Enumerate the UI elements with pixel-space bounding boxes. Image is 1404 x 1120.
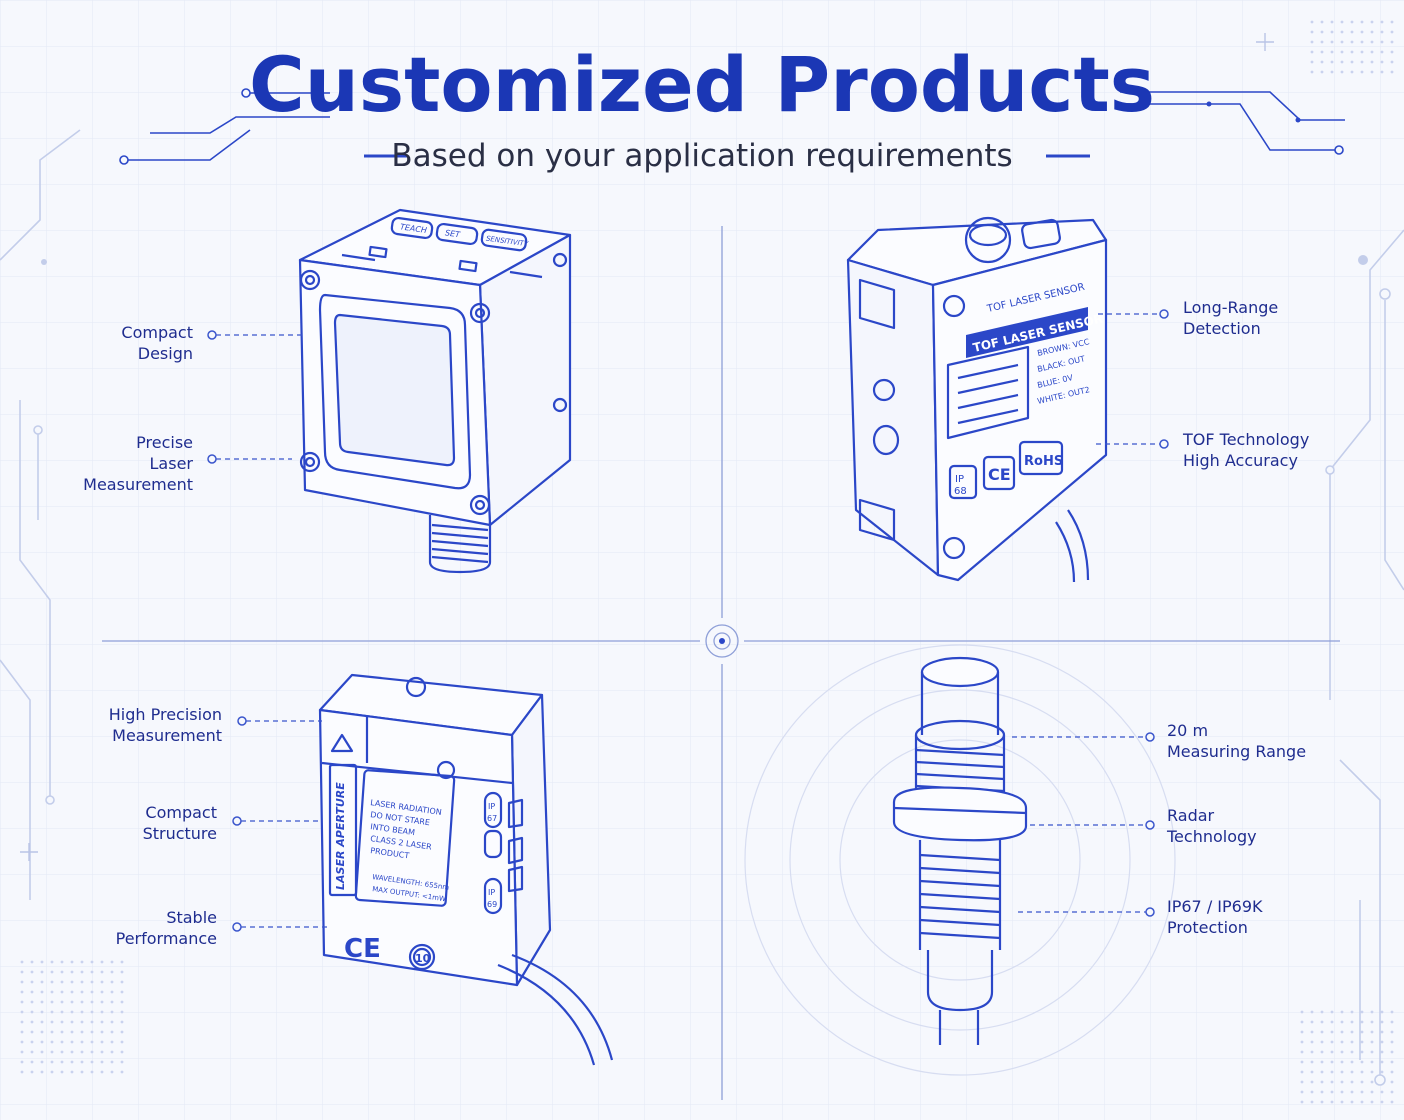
callout-line: Technology bbox=[1167, 827, 1257, 846]
badge-ip-rating: 68 bbox=[954, 486, 967, 497]
product-tof-sensor: TOF LASER SENSOR TOF LASER SENSOR BROWN:… bbox=[846, 216, 1108, 583]
callout-long-range: Long-Range Detection bbox=[1183, 297, 1383, 339]
callout-compact-structure: Compact Structure bbox=[60, 802, 217, 844]
laser-aperture-label: LASER APERTURE bbox=[334, 782, 347, 890]
callout-line: Long-Range bbox=[1183, 298, 1279, 317]
callout-line: High Accuracy bbox=[1183, 451, 1298, 470]
callout-radar-technology: Radar Technology bbox=[1167, 805, 1367, 847]
page-title: Customized Products bbox=[248, 40, 1156, 129]
product-laser-sensor: LASER APERTURE LASER RADIATION DO NOT ST… bbox=[318, 673, 614, 1066]
callout-line: Laser bbox=[149, 454, 193, 473]
callout-line: High Precision bbox=[108, 705, 222, 724]
button-set-label: SET bbox=[444, 228, 461, 239]
callout-compact-design: Compact Design bbox=[60, 322, 193, 364]
product-cube-sensor: TEACH SET SENSITIVITY bbox=[298, 208, 572, 574]
callout-line: Structure bbox=[142, 824, 217, 843]
side-code-2: 67 bbox=[487, 814, 497, 823]
callout-line: Stable bbox=[166, 908, 217, 927]
callout-line: Precise bbox=[136, 433, 193, 452]
badge-ce: CE bbox=[988, 465, 1011, 484]
side-code-1: IP bbox=[488, 802, 495, 811]
callout-line: TOF Technology bbox=[1183, 430, 1310, 449]
callout-measuring-range: 20 m Measuring Range bbox=[1167, 720, 1367, 762]
callout-line: Measurement bbox=[112, 726, 222, 745]
callout-line: Measurement bbox=[83, 475, 193, 494]
callout-line: Performance bbox=[115, 929, 217, 948]
callout-line: Detection bbox=[1183, 319, 1261, 338]
callout-precise-laser: Precise Laser Measurement bbox=[40, 432, 193, 495]
callout-stable-performance: Stable Performance bbox=[60, 907, 217, 949]
side-code-3: IP bbox=[488, 888, 495, 897]
callout-line: Radar bbox=[1167, 806, 1215, 825]
callout-line: Protection bbox=[1167, 918, 1248, 937]
callout-line: Compact bbox=[121, 323, 193, 342]
callout-line: Measuring Range bbox=[1167, 742, 1307, 761]
callout-line: 20 m bbox=[1167, 721, 1209, 740]
product-cylinder-sensor bbox=[892, 656, 1028, 1045]
side-code-4: 69 bbox=[487, 900, 497, 909]
callout-line: Design bbox=[137, 344, 193, 363]
badge-rohs: RoHS bbox=[1024, 454, 1063, 469]
callout-protection: IP67 / IP69K Protection bbox=[1167, 896, 1367, 938]
callout-high-precision: High Precision Measurement bbox=[60, 704, 222, 746]
button-teach-label: TEACH bbox=[399, 222, 427, 235]
seal-number: 10 bbox=[415, 952, 431, 965]
callout-line: Compact bbox=[145, 803, 217, 822]
mark-ce: CE bbox=[344, 934, 381, 964]
callout-line: IP67 / IP69K bbox=[1167, 897, 1263, 916]
callout-tof-technology: TOF Technology High Accuracy bbox=[1183, 429, 1393, 471]
badge-ip-label: IP bbox=[955, 474, 964, 485]
page-subtitle: Based on your application requirements bbox=[391, 138, 1013, 174]
